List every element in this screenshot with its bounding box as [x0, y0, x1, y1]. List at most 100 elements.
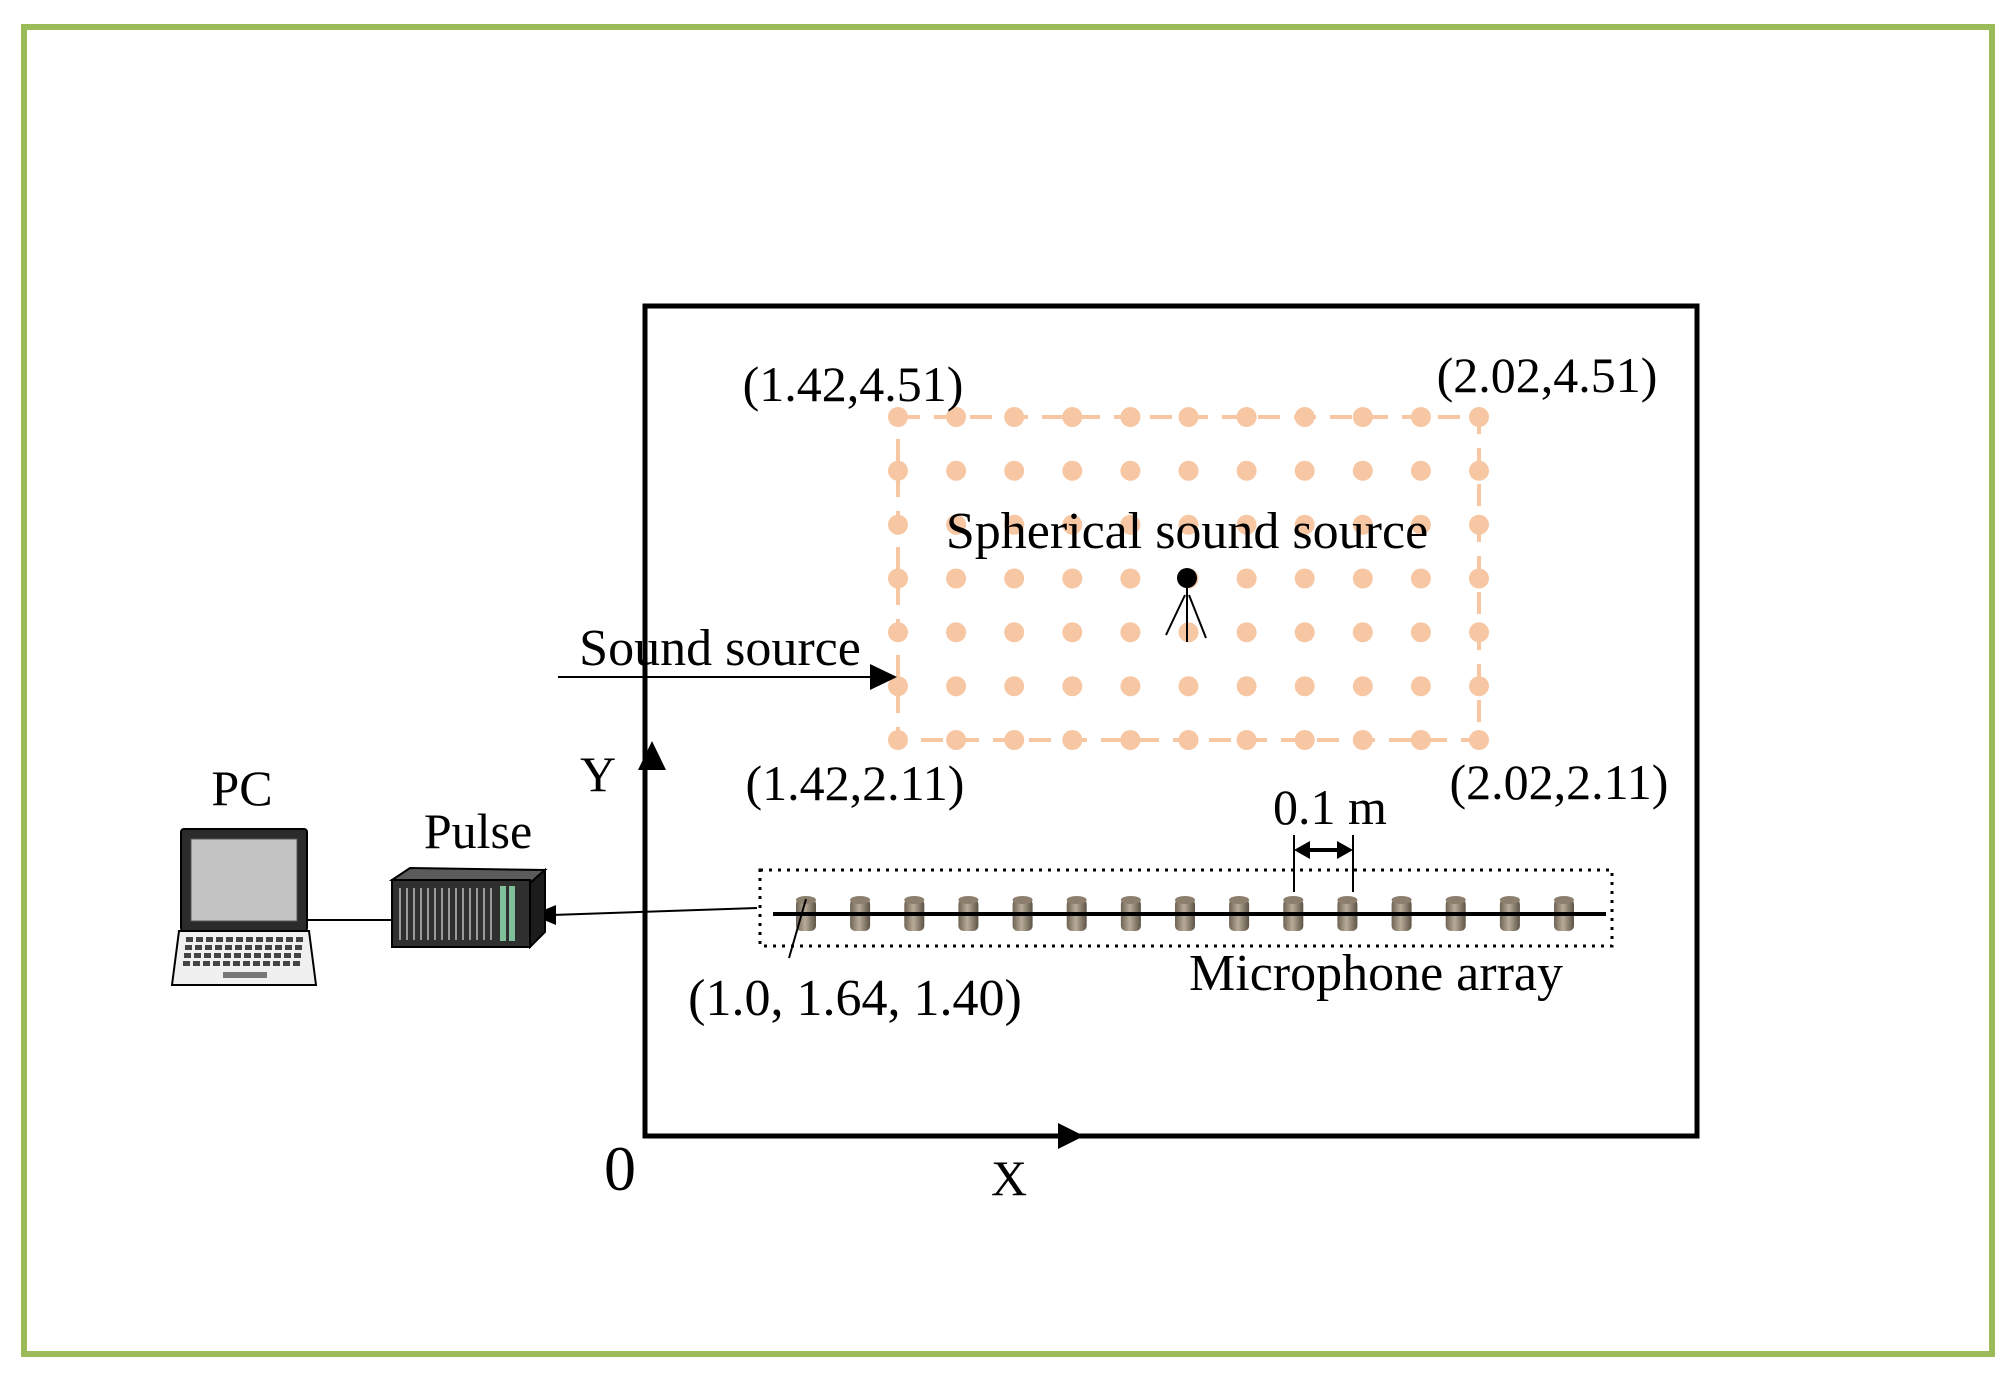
- source-position-dot: [1178, 407, 1199, 427]
- source-position-dot: [946, 622, 967, 643]
- source-position-dot: [1120, 460, 1141, 481]
- source-position-dot: [888, 460, 908, 481]
- outer-frame: [21, 24, 1995, 1357]
- source-position-dot: [1352, 730, 1373, 750]
- source-position-dot: [1294, 622, 1315, 643]
- source-position-dot: [1294, 460, 1315, 481]
- source-position-dot: [1294, 676, 1315, 697]
- y-axis-arrow: [638, 741, 666, 770]
- source-position-dot: [1004, 460, 1025, 481]
- source-position-dot: [1294, 407, 1315, 427]
- source-position-dot: [1236, 730, 1257, 750]
- source-position-dot: [1410, 676, 1431, 697]
- spacing-label: 0.1 m: [1273, 779, 1387, 835]
- source-position-dot: [1294, 514, 1315, 535]
- source-position-dot: [1410, 514, 1431, 535]
- microphone-array-box: [758, 868, 1614, 948]
- laptop-icon: [170, 828, 318, 986]
- spherical-source-label: Spherical sound source: [946, 503, 1428, 560]
- source-position-dot: [1062, 676, 1083, 697]
- source-position-dot: [1352, 622, 1373, 643]
- source-position-dot: [1004, 730, 1025, 750]
- source-position-dot: [1352, 514, 1373, 535]
- source-position-dot: [946, 514, 967, 535]
- source-position-dot: [1004, 407, 1025, 427]
- corner-top-left-label: (1.42,4.51): [743, 356, 964, 412]
- source-position-dot: [888, 568, 908, 589]
- sound-source-arrow: [558, 664, 897, 690]
- source-grid: [888, 407, 1489, 750]
- source-position-dot: [1410, 730, 1431, 750]
- pc-label: PC: [211, 760, 272, 816]
- source-position-dot: [1294, 730, 1315, 750]
- source-position-dot: [1062, 568, 1083, 589]
- pulse-analyzer-icon: [388, 866, 548, 950]
- source-position-dot: [1120, 514, 1141, 535]
- source-position-dot: [1004, 568, 1025, 589]
- source-position-dot: [1469, 622, 1489, 643]
- room-boundary: [642, 303, 1700, 1139]
- source-position-dot: [1469, 514, 1489, 535]
- source-position-dot: [1178, 460, 1199, 481]
- source-position-dot: [1469, 407, 1489, 427]
- source-position-dot: [1236, 676, 1257, 697]
- source-position-dot: [1469, 568, 1489, 589]
- pulse-label: Pulse: [424, 803, 532, 859]
- source-position-dot: [1062, 407, 1083, 427]
- mic-position-label: (1.0, 1.64, 1.40): [688, 970, 1022, 1027]
- mic-position-leader: [788, 898, 807, 959]
- source-position-dot: [1178, 622, 1199, 643]
- source-position-dot: [1236, 622, 1257, 643]
- source-position-dot: [1178, 730, 1199, 750]
- source-position-dot: [946, 730, 967, 750]
- source-position-dot: [946, 568, 967, 589]
- source-position-dot: [1004, 622, 1025, 643]
- source-position-dot: [1236, 460, 1257, 481]
- source-position-dot: [1469, 676, 1489, 697]
- corner-bottom-left-label: (1.42,2.11): [746, 755, 965, 811]
- source-position-dot: [1178, 676, 1199, 697]
- microphone-array-label: Microphone array: [1189, 945, 1563, 1002]
- source-position-dot: [1469, 730, 1489, 750]
- source-position-dot: [1410, 568, 1431, 589]
- source-position-dot: [1062, 514, 1083, 535]
- array-to-pulse-cable: [551, 907, 758, 916]
- source-position-dot: [888, 514, 908, 535]
- source-position-dot: [1062, 460, 1083, 481]
- source-position-dot: [1120, 676, 1141, 697]
- spherical-source-icon: [1165, 568, 1207, 642]
- source-position-dot: [1352, 460, 1373, 481]
- source-position-dot: [1062, 730, 1083, 750]
- source-position-dot: [946, 460, 967, 481]
- source-position-dot: [1352, 676, 1373, 697]
- origin-label: 0: [604, 1133, 636, 1204]
- source-position-dot: [1236, 568, 1257, 589]
- sound-source-label: Sound source: [579, 620, 861, 677]
- source-position-dot: [888, 622, 908, 643]
- x-axis-label: X: [991, 1150, 1027, 1206]
- source-position-dot: [1004, 676, 1025, 697]
- source-position-dot: [1178, 514, 1199, 535]
- corner-bottom-right-label: (2.02,2.11): [1450, 754, 1669, 810]
- source-position-dot: [888, 676, 908, 697]
- source-position-dot: [1469, 460, 1489, 481]
- source-position-dot: [1120, 407, 1141, 427]
- y-axis-label: Y: [580, 746, 616, 802]
- source-position-dot: [946, 407, 967, 427]
- source-position-dot: [1062, 622, 1083, 643]
- source-position-dot: [1352, 568, 1373, 589]
- source-position-dot: [1004, 514, 1025, 535]
- source-position-dot: [1410, 407, 1431, 427]
- source-position-dot: [1120, 568, 1141, 589]
- spacing-indicator: [1293, 835, 1354, 892]
- corner-top-right-label: (2.02,4.51): [1437, 347, 1658, 403]
- source-position-dot: [888, 730, 908, 750]
- source-position-dot: [1294, 568, 1315, 589]
- source-position-dot: [1120, 622, 1141, 643]
- source-position-dot: [1410, 460, 1431, 481]
- source-position-dot: [1236, 514, 1257, 535]
- source-position-dot: [1410, 622, 1431, 643]
- x-axis-arrow: [1058, 1123, 1084, 1149]
- source-position-dot: [946, 676, 967, 697]
